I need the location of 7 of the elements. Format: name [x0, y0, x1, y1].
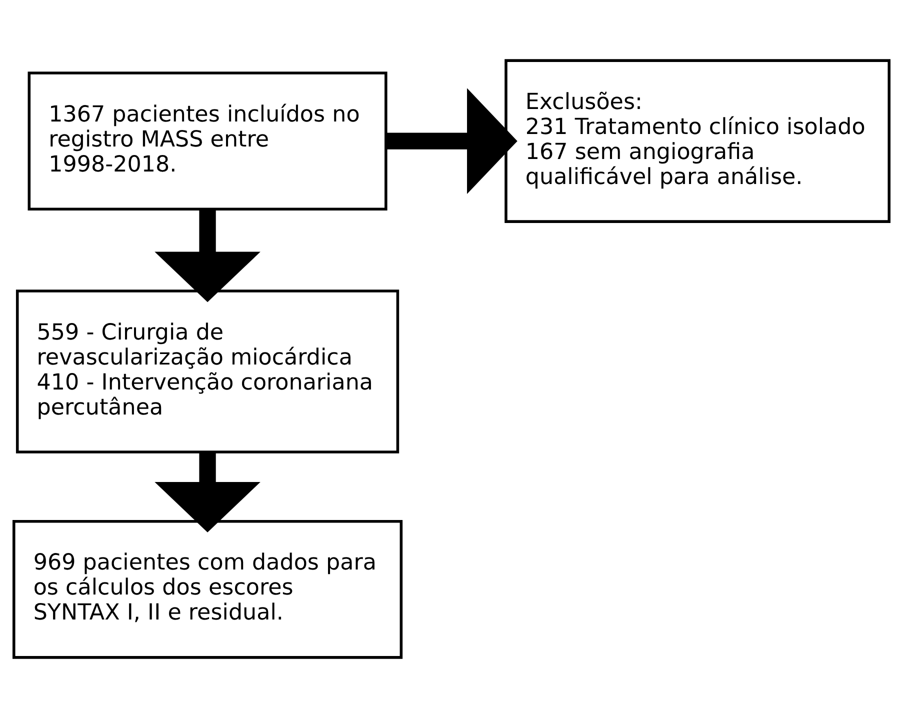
node-box: 1367 pacientes incluídos no registro MASS entre 1998-2018.: [28, 71, 388, 210]
node-box: 559 - Cirurgia de revascularização miocárdica 410 - Intervenção coronariana percutânea: [16, 289, 400, 453]
arrow: [154, 209, 260, 302]
node-box: 969 pacientes com dados para os cálculos dos escores SYNTAX I, II e residual.: [12, 520, 403, 658]
node-box: Exclusões: 231 Tratamento clínico isolado 167 sem angiografia qualificável para análise.: [504, 58, 890, 222]
arrow: [386, 88, 518, 194]
arrow: [154, 452, 260, 532]
